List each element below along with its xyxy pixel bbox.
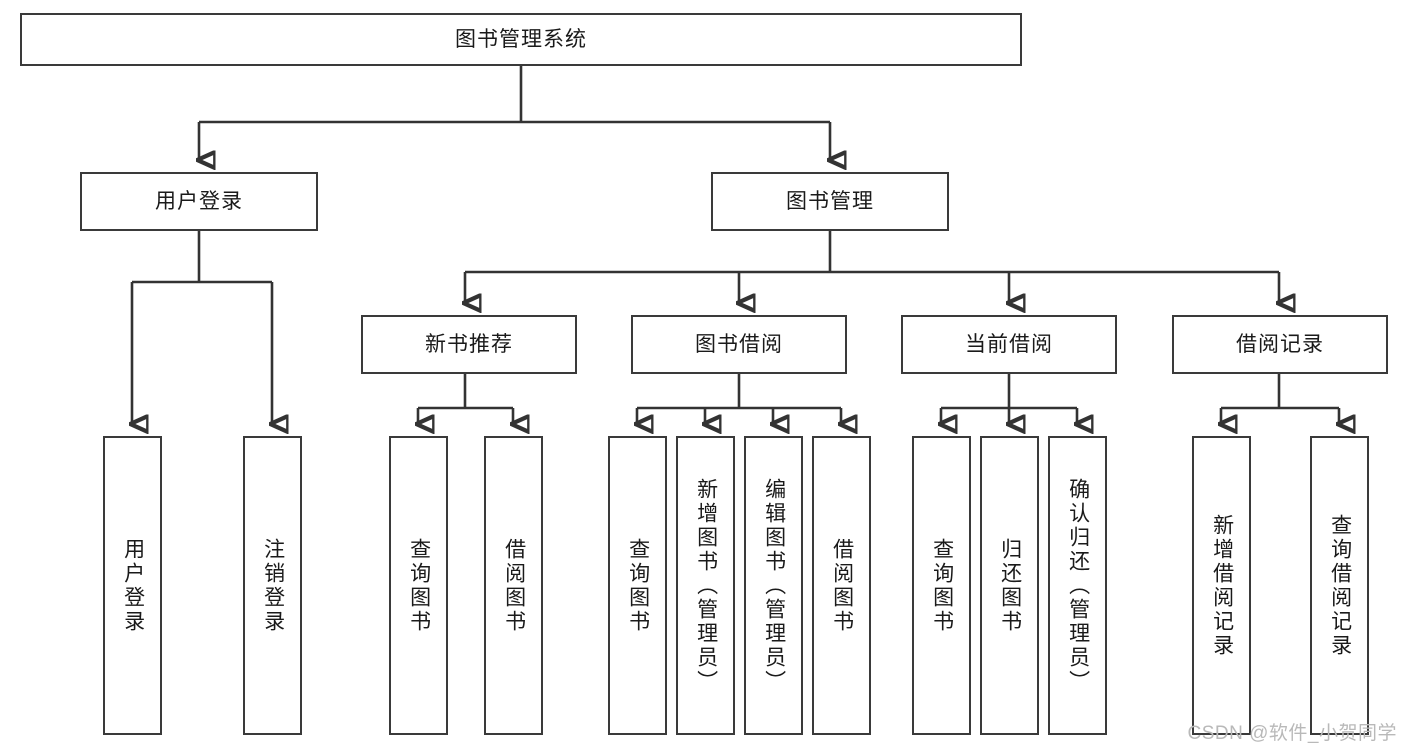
node-book-manage[interactable]: 图书管理 [711, 172, 949, 231]
node-leaf-borrow-book-1[interactable]: 借阅图书 [484, 436, 543, 735]
node-user-login-label: 用户登录 [155, 189, 243, 213]
node-leaf-add-book[interactable]: 新增图书（管理员） [676, 436, 735, 735]
node-borrow-record[interactable]: 借阅记录 [1172, 315, 1388, 374]
node-new-book-recommend-label: 新书推荐 [425, 332, 513, 356]
csdn-watermark: CSDN @软件_小贺同学 [1187, 723, 1397, 744]
node-leaf-edit-book[interactable]: 编辑图书（管理员） [744, 436, 803, 735]
node-borrow-record-label: 借阅记录 [1236, 332, 1324, 356]
node-book-borrow[interactable]: 图书借阅 [631, 315, 847, 374]
node-book-manage-label: 图书管理 [786, 189, 874, 213]
node-leaf-edit-book-label: 编辑图书（管理员） [762, 477, 786, 694]
node-leaf-logout-login-label: 注销登录 [261, 537, 285, 634]
node-leaf-add-book-label: 新增图书（管理员） [694, 477, 718, 694]
node-leaf-return-book[interactable]: 归还图书 [980, 436, 1039, 735]
node-leaf-borrow-book-2[interactable]: 借阅图书 [812, 436, 871, 735]
node-leaf-confirm-return-label: 确认归还（管理员） [1066, 477, 1090, 694]
node-leaf-query-record[interactable]: 查询借阅记录 [1310, 436, 1369, 735]
node-leaf-confirm-return[interactable]: 确认归还（管理员） [1048, 436, 1107, 735]
node-leaf-add-record-label: 新增借阅记录 [1210, 513, 1234, 658]
node-leaf-query-book-2[interactable]: 查询图书 [608, 436, 667, 735]
node-leaf-query-book-2-label: 查询图书 [626, 537, 650, 634]
node-leaf-logout-login[interactable]: 注销登录 [243, 436, 302, 735]
node-leaf-query-record-label: 查询借阅记录 [1328, 513, 1352, 658]
node-leaf-add-record[interactable]: 新增借阅记录 [1192, 436, 1251, 735]
node-current-borrow-label: 当前借阅 [965, 332, 1053, 356]
node-leaf-query-book-1-label: 查询图书 [407, 537, 431, 634]
node-leaf-user-login-label: 用户登录 [121, 537, 145, 634]
node-leaf-query-book-3[interactable]: 查询图书 [912, 436, 971, 735]
node-current-borrow[interactable]: 当前借阅 [901, 315, 1117, 374]
node-leaf-borrow-book-2-label: 借阅图书 [830, 537, 854, 634]
node-leaf-query-book-3-label: 查询图书 [930, 537, 954, 634]
node-user-login[interactable]: 用户登录 [80, 172, 318, 231]
node-new-book-recommend[interactable]: 新书推荐 [361, 315, 577, 374]
node-root-title[interactable]: 图书管理系统 [20, 13, 1022, 66]
node-root-title-label: 图书管理系统 [455, 27, 587, 51]
node-book-borrow-label: 图书借阅 [695, 332, 783, 356]
node-leaf-borrow-book-1-label: 借阅图书 [502, 537, 526, 634]
node-leaf-return-book-label: 归还图书 [998, 537, 1022, 634]
node-leaf-user-login[interactable]: 用户登录 [103, 436, 162, 735]
node-leaf-query-book-1[interactable]: 查询图书 [389, 436, 448, 735]
